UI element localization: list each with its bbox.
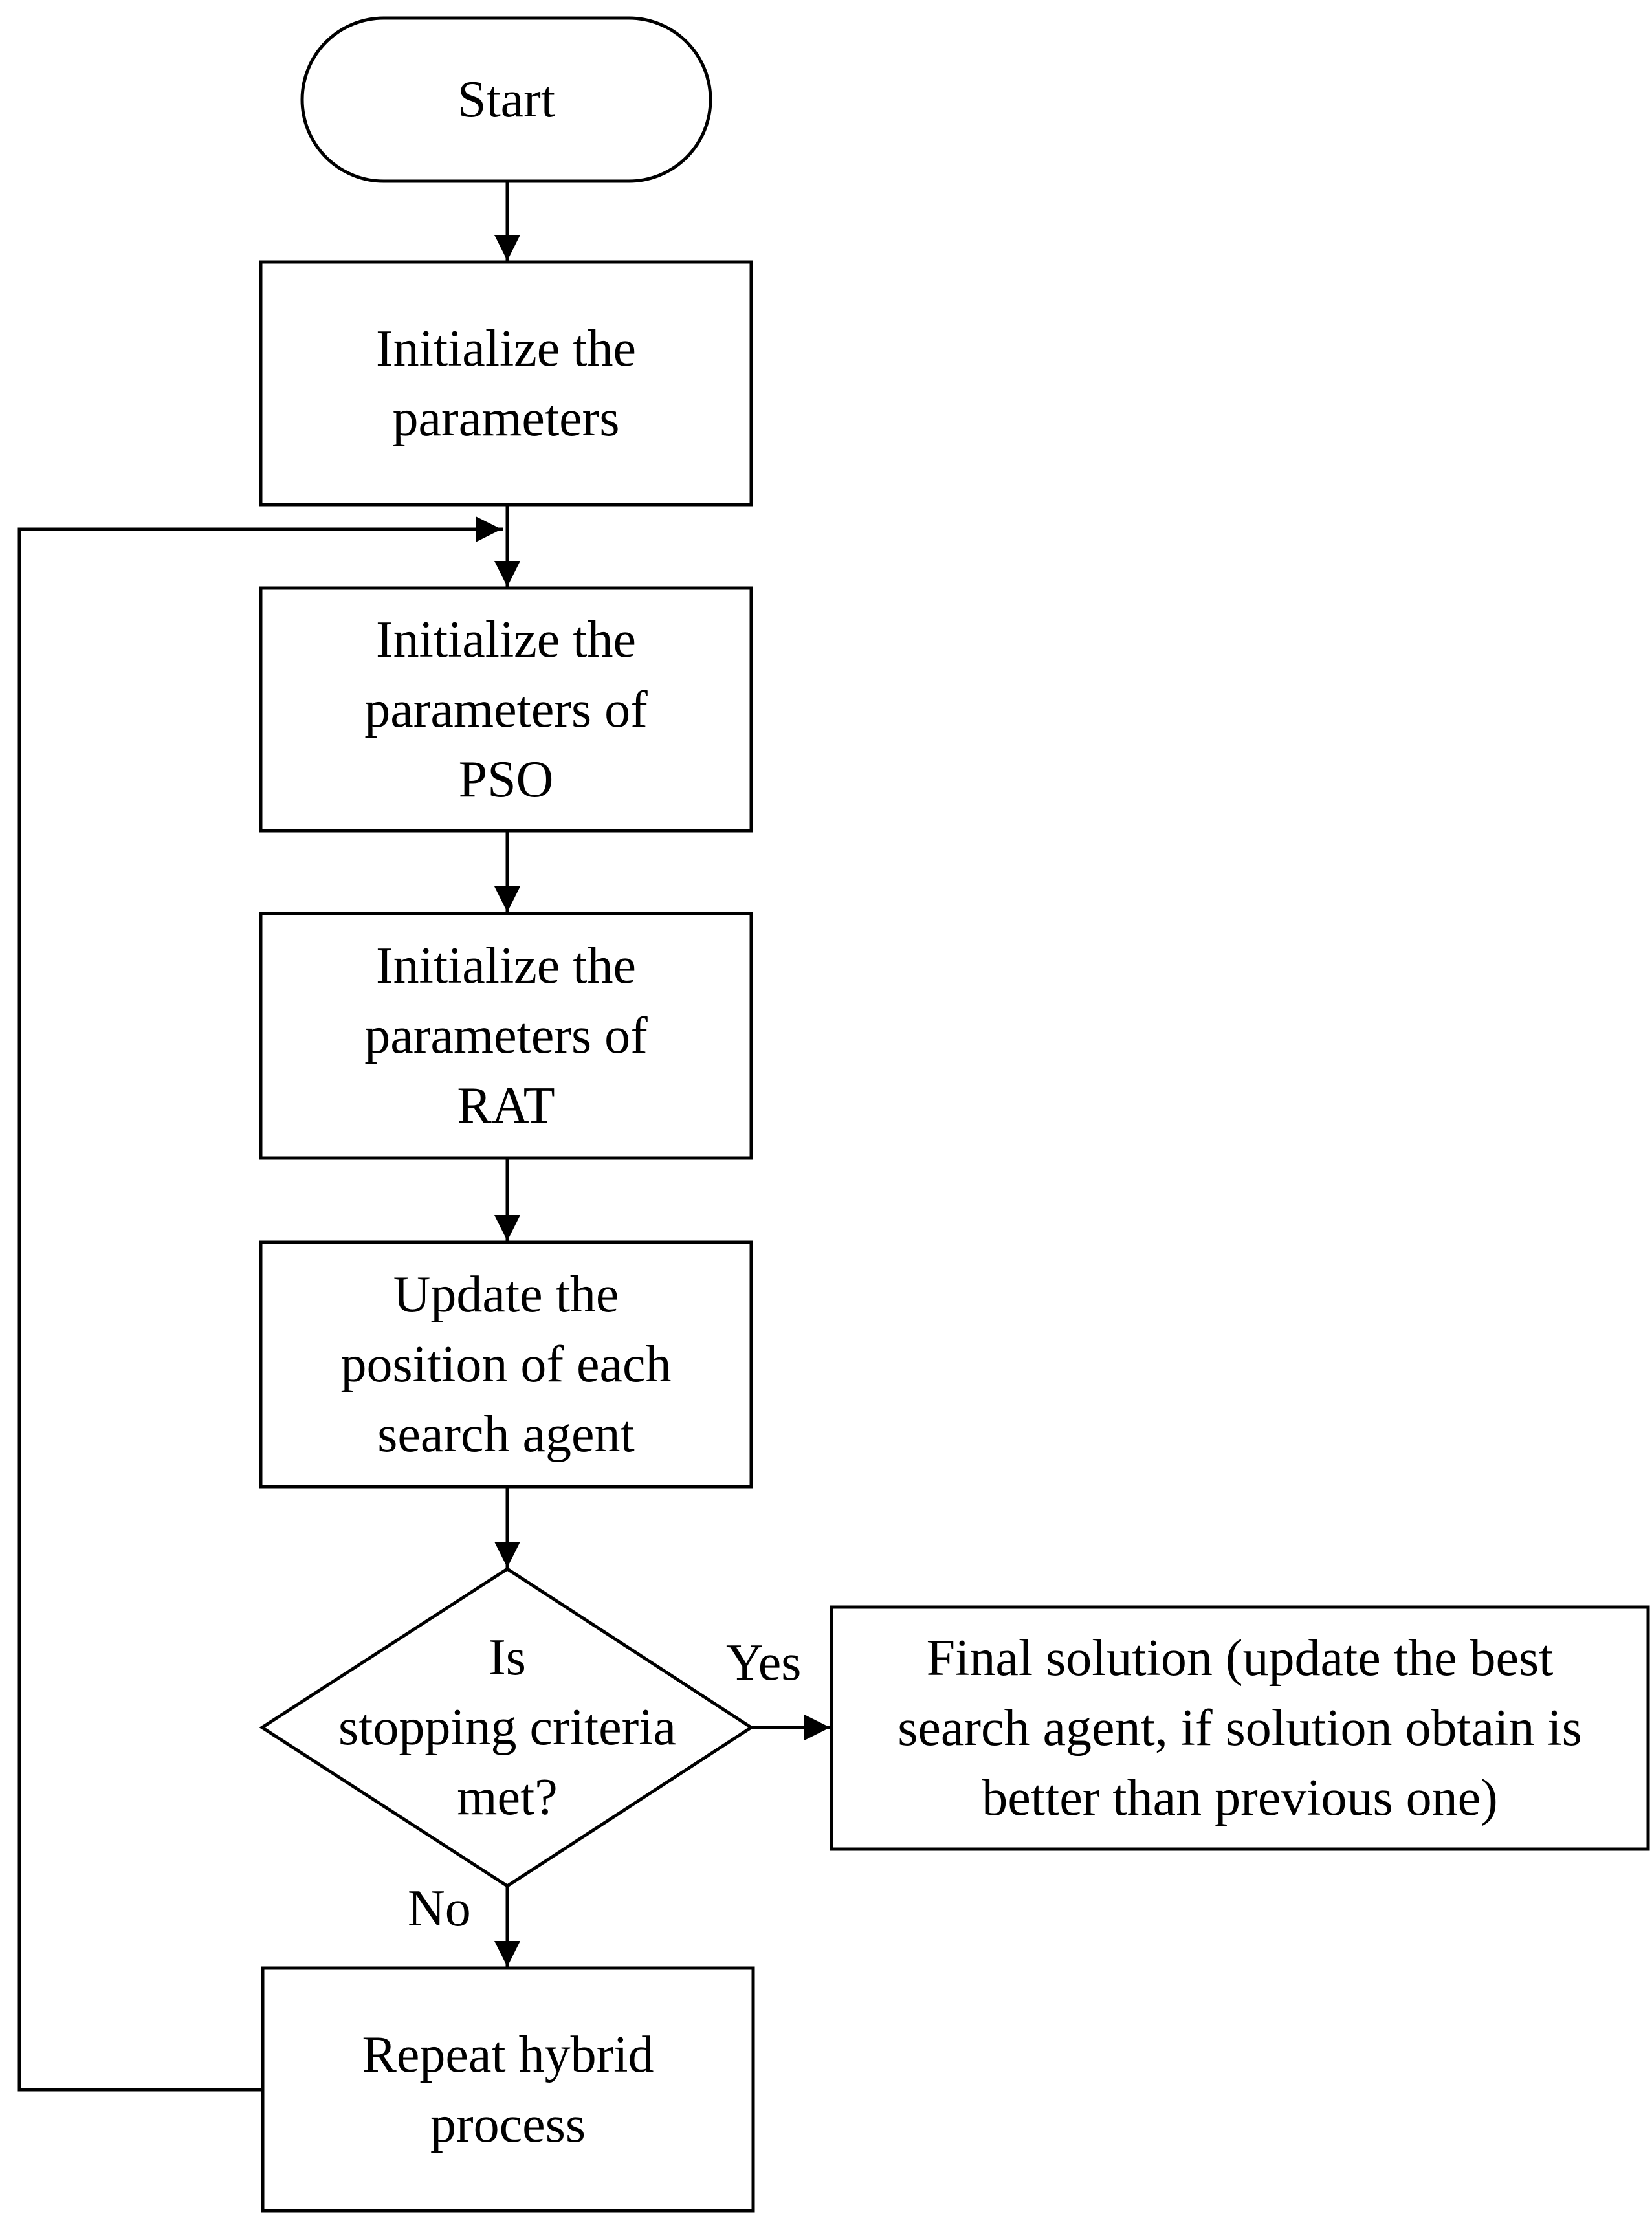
arrowhead-loop-back — [476, 516, 501, 542]
final-solution-box-shape — [830, 1605, 1650, 1851]
final-solution-label: Final solution (update the best search a… — [898, 1630, 1582, 1826]
init-params-box-shape — [259, 260, 753, 507]
arrowhead-update-position — [494, 1215, 520, 1241]
update-position-label: Update the position of each search agent — [340, 1266, 672, 1463]
init-pso-label: Initialize the parameters of PSO — [364, 611, 648, 808]
init-rat-label: Initialize the parameters of RAT — [364, 937, 648, 1134]
repeat-label: Repeat hybrid process — [362, 2026, 654, 2153]
init-params-label: Initialize the parameters — [375, 320, 637, 447]
arrowhead-init-params — [494, 235, 520, 261]
repeat-box-shape — [261, 1966, 755, 2213]
start-label: Start — [457, 71, 556, 128]
arrowhead-init-pso — [494, 561, 520, 587]
yes-edge-label: Yes — [726, 1634, 802, 1691]
edge-repeat-loop-back — [17, 527, 503, 2092]
init-pso-box-shape — [259, 586, 753, 833]
arrowhead-init-rat — [494, 886, 520, 912]
arrowhead-repeat — [494, 1941, 520, 1967]
init-rat-box-shape — [259, 912, 753, 1160]
no-edge-label: No — [408, 1880, 471, 1937]
arrowhead-decision — [494, 1542, 520, 1568]
decision-label: Is stopping criteria met? — [338, 1629, 677, 1826]
arrowhead-final-solution — [804, 1715, 830, 1740]
update-position-box-shape — [259, 1240, 753, 1489]
